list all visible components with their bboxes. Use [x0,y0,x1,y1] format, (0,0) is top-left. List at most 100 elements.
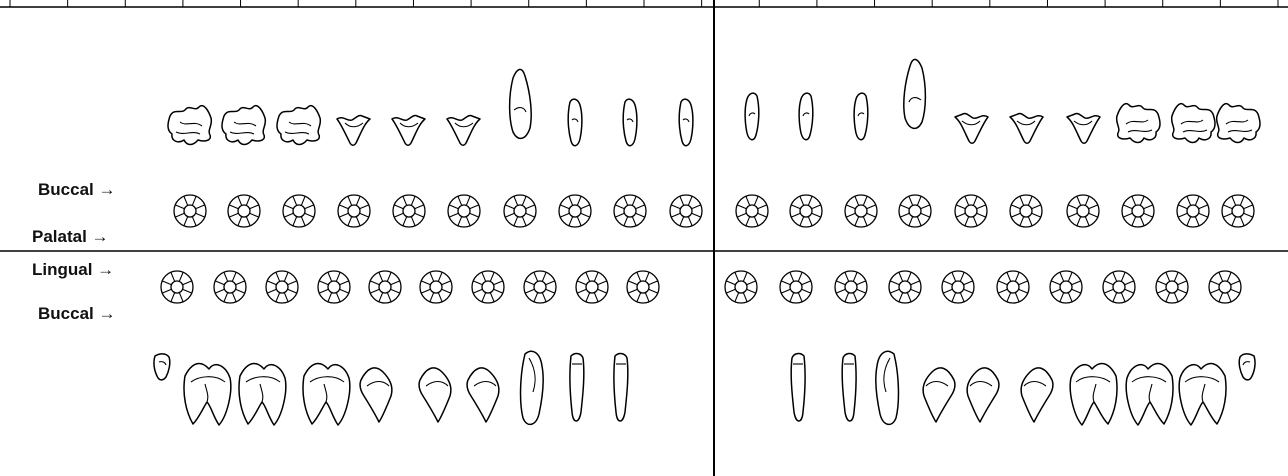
surface-inner-ring [1077,205,1089,217]
lower-lingual-label: Lingual → [32,260,114,280]
surface-inner-ring [746,205,758,217]
surface-inner-ring [790,281,802,293]
tooth-surface-diagram [889,271,921,303]
tooth-outline-lower-premolar [1021,368,1053,422]
surface-inner-ring [238,205,250,217]
tooth-surface-diagram [524,271,556,303]
upper-buccal-label: Buccal → [38,180,115,200]
surface-inner-ring [586,281,598,293]
tooth-surface-diagram [1156,271,1188,303]
tooth-surface-diagram [725,271,757,303]
tooth-surface-diagram [845,195,877,227]
tooth-crown-outline [447,115,480,145]
surface-inner-ring [624,205,636,217]
tooth-surface-diagram [627,271,659,303]
tooth-outline-premolar [1010,113,1043,143]
tooth-outline-lower-premolar [467,368,499,422]
tooth-surface-diagram [899,195,931,227]
surface-inner-ring [952,281,964,293]
tooth-crown-outline [337,115,370,145]
surface-inner-ring [899,281,911,293]
tooth-surface-diagram [318,271,350,303]
tooth-crown-outline [854,93,868,140]
tooth-surface-diagram [1177,195,1209,227]
tooth-surface-diagram [614,195,646,227]
tooth-surface-diagram [283,195,315,227]
surface-inner-ring [909,205,921,217]
tooth-surface-diagram [1050,271,1082,303]
surface-inner-ring [680,205,692,217]
tooth-surface-diagram [228,195,260,227]
tooth-surface-diagram [504,195,536,227]
tooth-crown-outline [1117,104,1160,143]
tooth-surface-diagram [1103,271,1135,303]
tooth-crown-outline [967,368,999,422]
tooth-outline-lower-molar [239,364,286,425]
tooth-outline-incisor [799,93,813,140]
tooth-outline-premolar [447,115,480,145]
surface-inner-ring [458,205,470,217]
tooth-outline-lower-molar [1126,364,1173,425]
tooth-outline-lower-premolar [419,368,451,422]
tooth-crown-outline [154,354,170,380]
tooth-crown-outline [1172,104,1215,143]
surface-inner-ring [1166,281,1178,293]
lower-buccal-label: Buccal → [38,304,115,324]
tooth-crown-outline [392,115,425,145]
tooth-crown-outline [799,93,813,140]
tooth-crown-outline [955,113,988,143]
tooth-surface-diagram [393,195,425,227]
tooth-outline-incisor-small [154,354,170,380]
tooth-outline-lower-incisor [614,354,628,421]
tooth-crown-outline [923,368,955,422]
tooth-outline-lower-premolar [360,368,392,422]
tooth-outline-incisor [623,99,637,146]
surface-inner-ring [403,205,415,217]
tooth-outline-premolar [337,115,370,145]
tooth-outline-lower-canine [876,351,899,424]
surface-inner-ring [171,281,183,293]
tooth-outline-molar [1117,104,1160,143]
tooth-crown-outline [510,69,532,138]
tooth-surface-diagram [997,271,1029,303]
tooth-outline-premolar [392,115,425,145]
tooth-surface-diagram [835,271,867,303]
surface-inner-ring [482,281,494,293]
tooth-surface-diagram [790,195,822,227]
tooth-outline-incisor [854,93,868,140]
tooth-surface-diagram [942,271,974,303]
surface-inner-ring [293,205,305,217]
tooth-outline-lower-molar [303,364,350,425]
tooth-surface-diagram [780,271,812,303]
tooth-outline-lower-premolar [923,368,955,422]
tooth-crown-outline [1067,113,1100,143]
tooth-surface-diagram [174,195,206,227]
tooth-crown-outline [277,106,320,145]
surface-inner-ring [1232,205,1244,217]
surface-inner-ring [514,205,526,217]
tooth-outline-lower-molar [184,364,231,425]
tooth-outline-premolar [1067,113,1100,143]
tooth-surface-diagram [369,271,401,303]
tooth-outline-lower-premolar [967,368,999,422]
surface-inner-ring [1113,281,1125,293]
surface-inner-ring [430,281,442,293]
tooth-surface-diagram [214,271,246,303]
tooth-outline-incisor [679,99,693,146]
tooth-crown-outline [360,368,392,422]
tooth-outline-lower-incisor [842,354,856,421]
tooth-outline-molar [1217,104,1260,143]
tooth-surface-diagram [1067,195,1099,227]
surface-inner-ring [224,281,236,293]
lower-tooth-outlines [154,351,1255,425]
tooth-outline-canine [904,59,926,128]
tooth-crown-outline [745,93,759,140]
surface-inner-ring [328,281,340,293]
tooth-outline-molar [168,106,211,145]
surface-inner-ring [735,281,747,293]
tooth-crown-outline [568,99,582,146]
tooth-outline-lower-molar [1179,364,1226,425]
tooth-surface-diagram [420,271,452,303]
tooth-crown-outline [467,368,499,422]
tooth-crown-outline [904,59,926,128]
